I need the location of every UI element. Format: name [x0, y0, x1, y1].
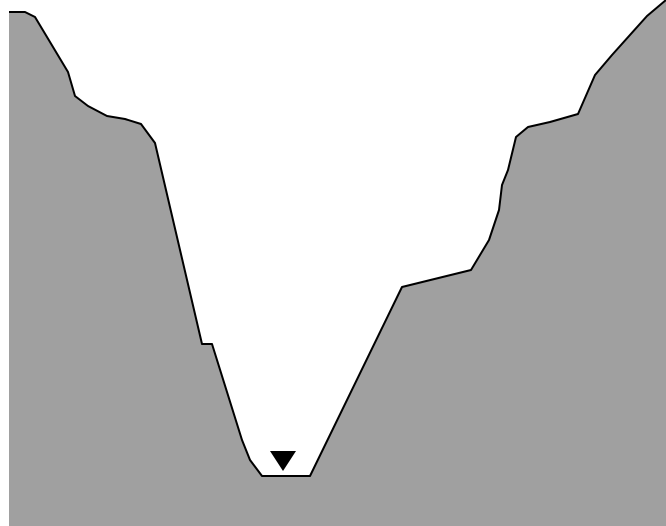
- valley-diagram-svg: [0, 0, 666, 526]
- valley-cross-section-diagram: [0, 0, 666, 526]
